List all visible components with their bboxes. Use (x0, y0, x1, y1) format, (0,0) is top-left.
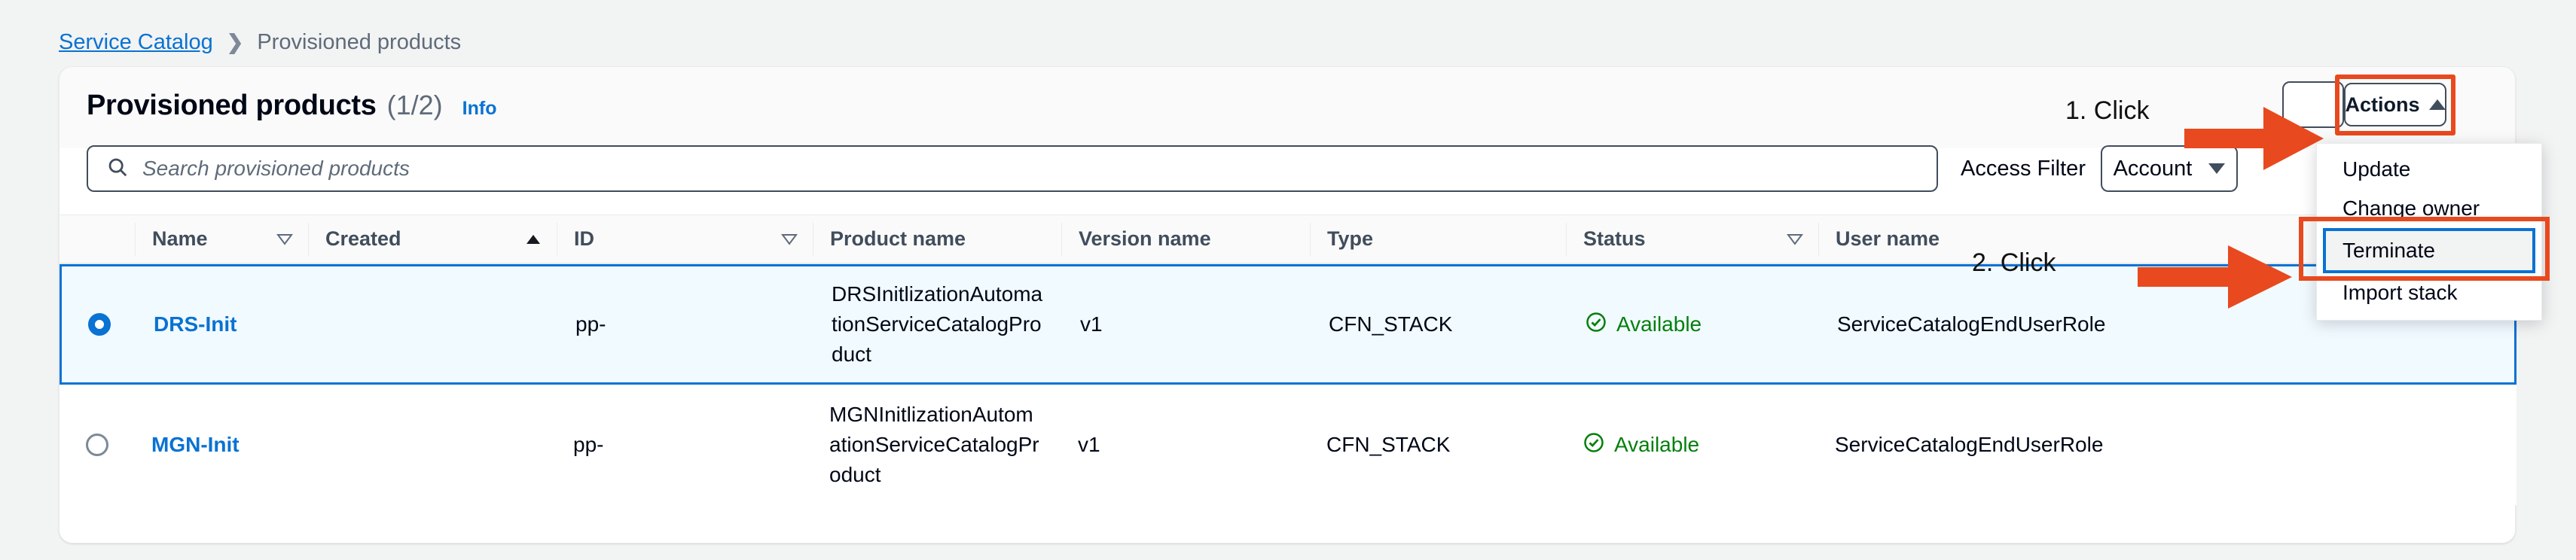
row-select-cell[interactable] (62, 266, 137, 382)
column-header-created-label: Created (325, 227, 401, 250)
sort-descending-icon (781, 233, 798, 245)
cell-created (308, 385, 557, 505)
cell-name: MGN-Init (135, 385, 308, 505)
column-header-name[interactable]: Name (135, 222, 308, 256)
breadcrumb-separator-icon: ❯ (226, 31, 244, 53)
breadcrumb-link-service-catalog[interactable]: Service Catalog (59, 30, 213, 54)
info-link[interactable]: Info (462, 98, 497, 119)
menu-item-terminate[interactable]: Terminate (2323, 228, 2535, 273)
cell-type: CFN_STACK (1329, 312, 1453, 336)
menu-item-change-owner[interactable]: Change owner (2343, 196, 2480, 220)
access-filter-label: Access Filter (1961, 156, 2086, 181)
card-title-group: Provisioned products (1/2) Info (87, 90, 496, 122)
cell-product-name: DRSInitlizationAutomationServiceCatalogP… (832, 282, 1043, 366)
search-input[interactable]: Search provisioned products (87, 145, 1938, 192)
column-header-select (60, 223, 135, 256)
chevron-down-icon (2208, 163, 2226, 174)
search-placeholder: Search provisioned products (142, 157, 410, 180)
column-header-name-label: Name (152, 227, 208, 250)
search-icon (106, 156, 129, 182)
provisioned-products-table: Name Created ID (60, 215, 2516, 505)
actions-button[interactable]: Actions (2344, 83, 2446, 126)
cell-version-name: v1 (1078, 433, 1100, 456)
cell-user-name: ServiceCatalogEndUserRole (1835, 433, 2104, 456)
account-select-value: Account (2113, 156, 2193, 181)
cell-version-name: v1 (1080, 312, 1103, 336)
filter-row: Search provisioned products Access Filte… (87, 145, 2238, 192)
column-header-id[interactable]: ID (557, 222, 813, 256)
page-title: Provisioned products (87, 90, 377, 121)
column-header-product-name-label: Product name (830, 227, 966, 250)
cell-type: CFN_STACK (1326, 433, 1451, 456)
product-link[interactable]: DRS-Init (154, 312, 237, 336)
cell-status: Available (1568, 266, 1821, 382)
breadcrumb-current: Provisioned products (257, 30, 462, 54)
sort-ascending-active-icon (525, 233, 542, 245)
status-label: Available (1616, 312, 1702, 336)
row-select-cell[interactable] (60, 385, 135, 505)
status-badge: Available (1585, 311, 1702, 339)
actions-dropdown-menu: Update Change owner Terminate Import sta… (2316, 143, 2542, 321)
product-link[interactable]: MGN-Init (151, 433, 240, 456)
annotation-label-1: 1. Click (2065, 96, 2150, 125)
cell-status: Available (1566, 385, 1818, 505)
cell-id: pp- (575, 312, 606, 336)
cell-id: pp- (573, 433, 604, 456)
cell-product-name: MGNInitlizationAutomationServiceCatalogP… (829, 403, 1039, 486)
column-header-product-name[interactable]: Product name (813, 222, 1061, 256)
cell-user-name: ServiceCatalogEndUserRole (1837, 312, 2106, 336)
column-header-id-label: ID (574, 227, 594, 250)
column-header-type-label: Type (1327, 227, 1374, 250)
column-header-version-name[interactable]: Version name (1061, 222, 1310, 256)
refresh-button[interactable] (2282, 81, 2344, 128)
check-circle-icon (1585, 311, 1607, 339)
column-header-status[interactable]: Status (1566, 222, 1818, 256)
actions-button-highlight (2335, 75, 2455, 135)
page-title-count: (1/2) (386, 90, 443, 120)
card-header: Provisioned products (1/2) Info (60, 67, 2515, 148)
status-badge: Available (1583, 431, 1699, 459)
cell-created (310, 266, 559, 382)
column-header-type[interactable]: Type (1310, 222, 1566, 256)
menu-item-import-stack[interactable]: Import stack (2343, 281, 2458, 304)
table-row[interactable]: MGN-Init pp- MGNInitlizationAutomationSe… (60, 385, 2516, 505)
provisioned-products-card: Provisioned products (1/2) Info Search p… (59, 66, 2516, 543)
actions-button-label: Actions (2345, 93, 2420, 116)
breadcrumb: Service Catalog ❯ Provisioned products (59, 30, 461, 55)
column-header-created[interactable]: Created (308, 222, 557, 256)
account-select[interactable]: Account (2100, 145, 2238, 192)
radio-button-unselected[interactable] (86, 434, 108, 456)
sort-descending-icon (1787, 233, 1803, 245)
annotation-arrow-2-icon (2138, 242, 2296, 315)
column-header-status-label: Status (1583, 227, 1646, 250)
column-header-user-name-label: User name (1836, 227, 1940, 250)
table-header-row: Name Created ID (60, 215, 2516, 264)
column-header-user-name[interactable]: User name (1818, 222, 2496, 256)
column-header-version-name-label: Version name (1079, 227, 1211, 250)
annotation-label-2: 2. Click (1972, 248, 2056, 277)
radio-button-selected[interactable] (88, 313, 111, 336)
annotation-arrow-1-icon (2184, 104, 2327, 177)
caret-up-icon (2428, 99, 2446, 110)
sort-descending-icon (276, 233, 293, 245)
check-circle-icon (1583, 431, 1605, 459)
status-label: Available (1614, 433, 1700, 456)
menu-item-update[interactable]: Update (2343, 157, 2411, 181)
table-row[interactable]: DRS-Init pp- DRSInitlizationAutomationSe… (60, 264, 2516, 385)
cell-name: DRS-Init (137, 266, 310, 382)
